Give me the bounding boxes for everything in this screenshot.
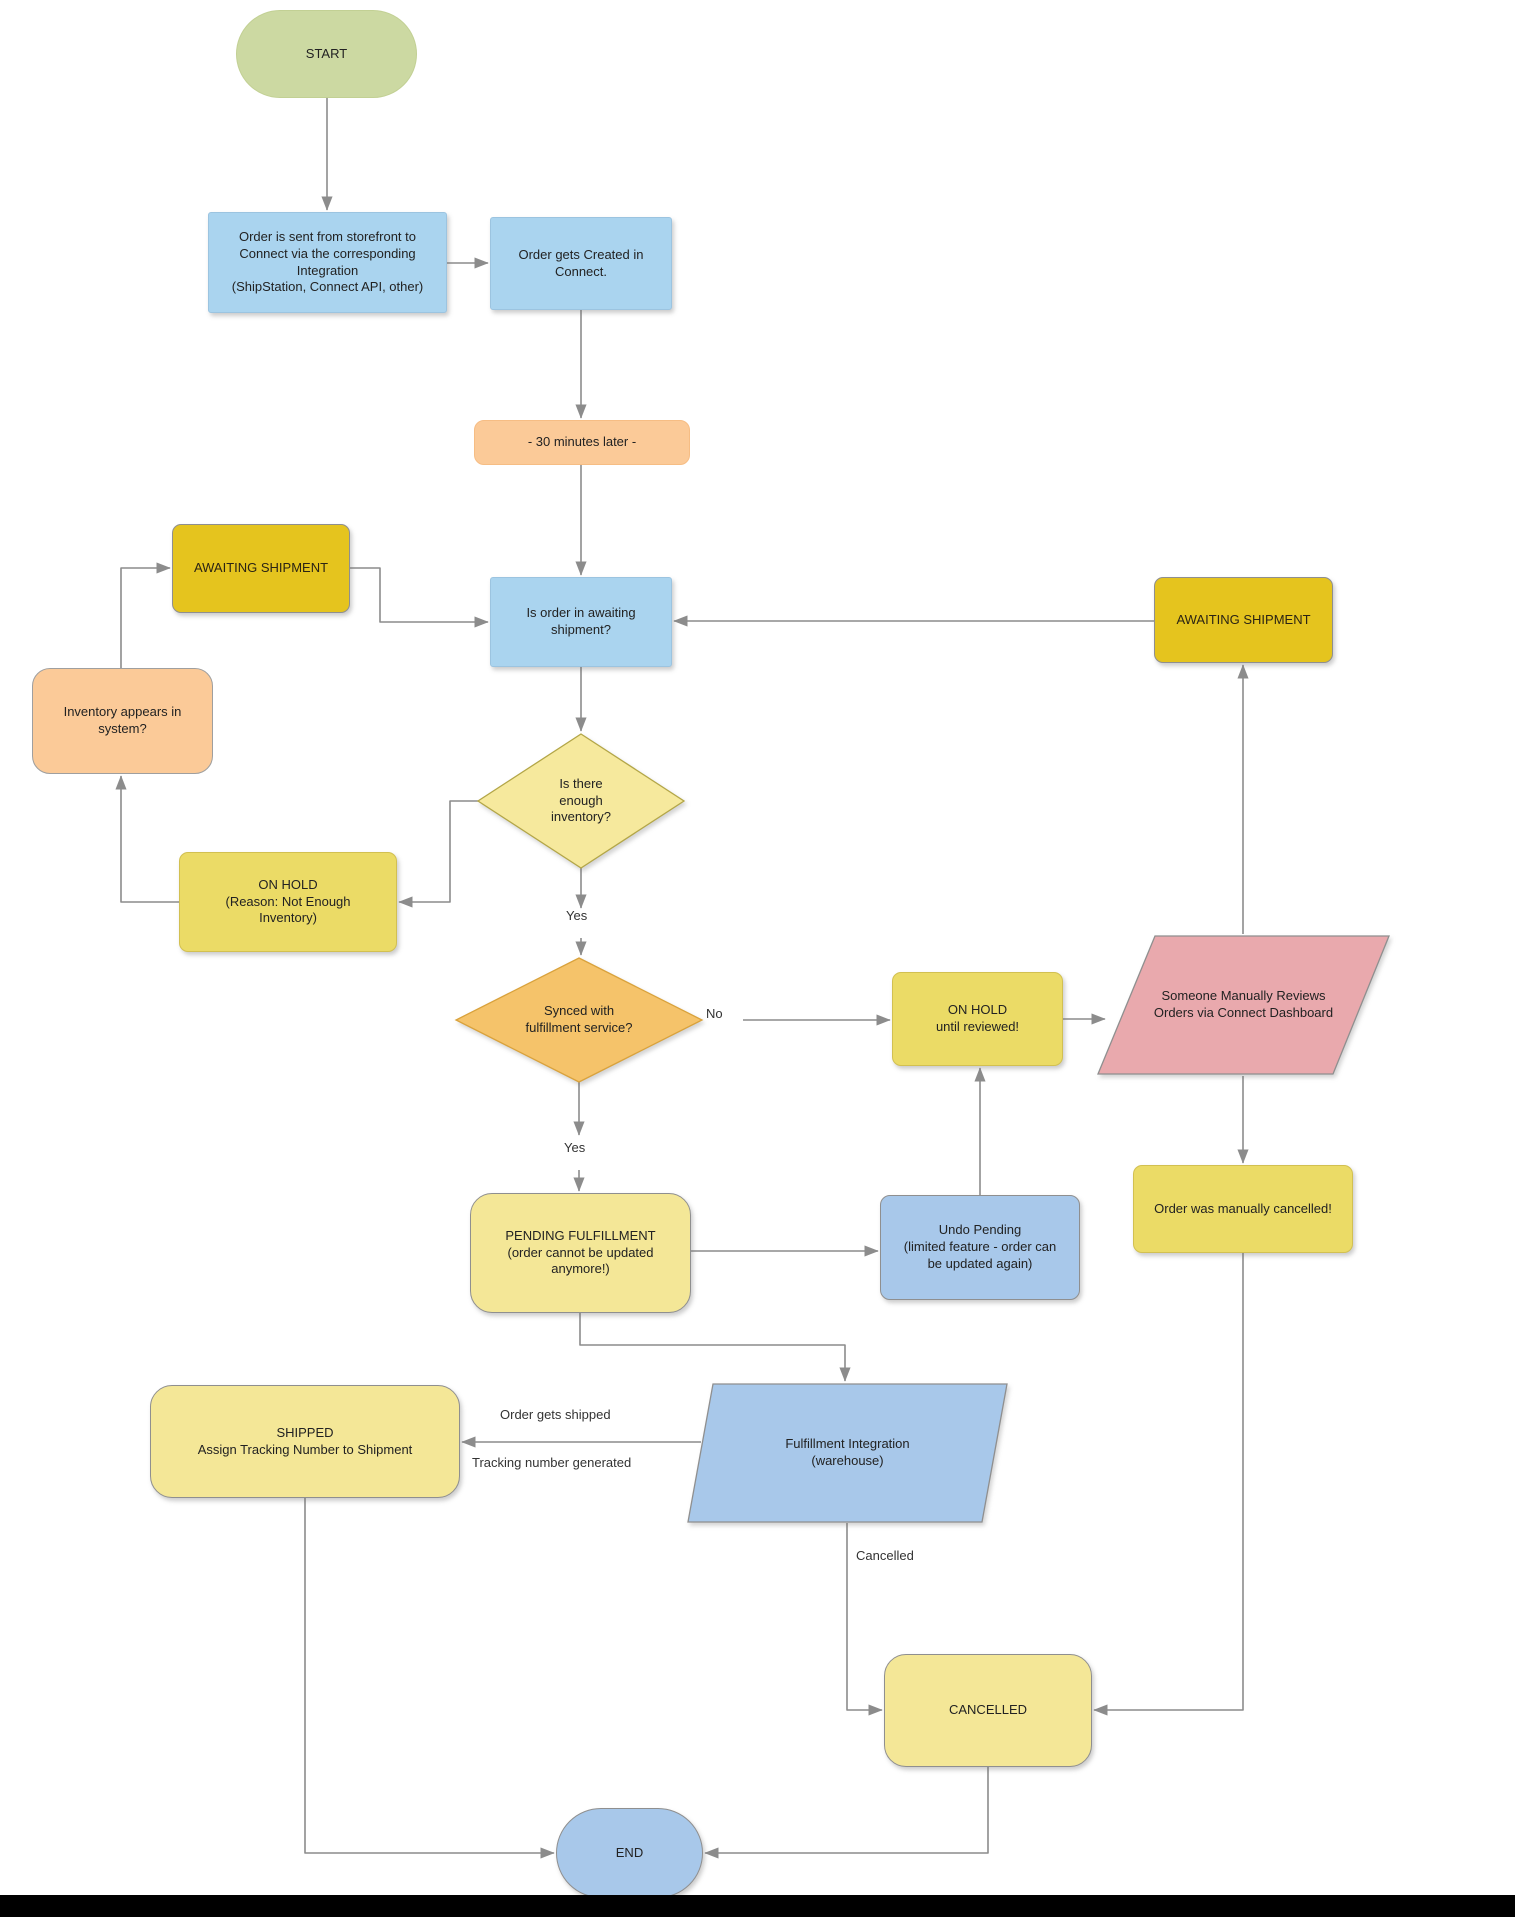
edge-label-yes-inventory: Yes	[566, 908, 588, 923]
node-order-created: Order gets Created in Connect.	[490, 217, 672, 310]
node-manual-review: Someone Manually Reviews Orders via Conn…	[1097, 935, 1390, 1075]
node-start: START	[236, 10, 417, 98]
node-time-note: - 30 minutes later -	[474, 420, 690, 465]
edge-label-no-synced: No	[706, 1006, 723, 1021]
node-label: Fulfillment Integration (warehouse)	[785, 1436, 910, 1468]
connector-manually-cancelled-to-cancelled	[1093, 1253, 1244, 1716]
node-end: END	[556, 1808, 703, 1898]
diamond-shape	[476, 733, 686, 869]
node-order-manually-cancelled: Order was manually cancelled!	[1133, 1165, 1353, 1253]
node-decision-synced-fulfillment: Synced with fulfillment service?	[454, 957, 704, 1083]
node-on-hold-until-reviewed: ON HOLD until reviewed!	[892, 972, 1063, 1066]
node-inventory-appears: Inventory appears in system?	[32, 668, 213, 774]
node-fulfillment-integration: Fulfillment Integration (warehouse)	[687, 1383, 1008, 1523]
node-label: Is there enough inventory?	[551, 775, 611, 825]
connector-inventory-appears-to-awaiting-left	[120, 562, 171, 668]
node-pending-fulfillment: PENDING FULFILLMENT (order cannot be upd…	[470, 1193, 691, 1313]
node-label: Someone Manually Reviews Orders via Conn…	[1153, 988, 1334, 1020]
connector-cancelled-to-end	[704, 1767, 989, 1859]
node-is-order-awaiting: Is order in awaiting shipment?	[490, 577, 672, 667]
edge-label-order-gets-shipped: Order gets shipped	[500, 1407, 611, 1422]
node-shipped: SHIPPED Assign Tracking Number to Shipme…	[150, 1385, 460, 1498]
connector-pending-to-fulfillment	[579, 1313, 851, 1382]
node-order-sent: Order is sent from storefront to Connect…	[208, 212, 447, 313]
connector-shipped-to-end	[304, 1498, 555, 1859]
connector-enough-inventory-to-on-hold	[398, 800, 478, 908]
edge-label-cancelled: Cancelled	[856, 1548, 914, 1563]
parallelogram-shape	[687, 1383, 1008, 1523]
connector-on-hold-to-inventory-appears	[115, 775, 179, 903]
node-awaiting-shipment-right: AWAITING SHIPMENT	[1154, 577, 1333, 663]
node-decision-enough-inventory: Is there enough inventory?	[476, 733, 686, 869]
node-on-hold-inventory: ON HOLD (Reason: Not Enough Inventory)	[179, 852, 397, 952]
bottom-black-bar	[0, 1895, 1515, 1917]
parallelogram-shape	[1097, 935, 1390, 1075]
connector-fulfillment-cancelled-to-cancelled	[846, 1523, 883, 1716]
node-label: Synced with fulfillment service?	[525, 1003, 633, 1035]
connector-awaiting-left-to-is-order	[350, 567, 489, 628]
diamond-shape	[454, 957, 704, 1083]
edge-label-yes-synced: Yes	[564, 1140, 586, 1155]
node-undo-pending: Undo Pending (limited feature - order ca…	[880, 1195, 1080, 1300]
edge-label-tracking-number-generated: Tracking number generated	[472, 1455, 632, 1470]
node-awaiting-shipment-left: AWAITING SHIPMENT	[172, 524, 350, 613]
node-cancelled: CANCELLED	[884, 1654, 1092, 1767]
